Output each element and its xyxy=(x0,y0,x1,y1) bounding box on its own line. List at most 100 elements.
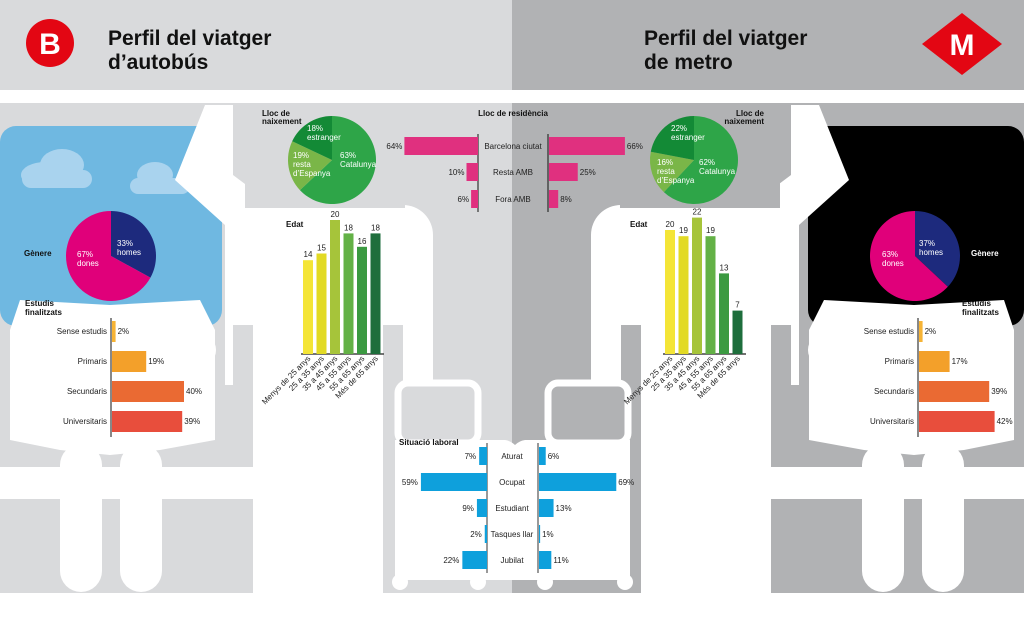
age-bar xyxy=(678,236,689,354)
bus-birth-title-1: Lloc de xyxy=(262,109,291,118)
residence-bar-metro xyxy=(549,137,625,155)
bus-logo-icon: B xyxy=(26,19,74,67)
pie-slice-label: homes xyxy=(117,248,141,257)
bus-gender-label: Gènere xyxy=(24,249,52,258)
studies-bar xyxy=(919,411,995,432)
pie-slice-label: resta xyxy=(657,167,675,176)
metro-studies-title-1: Estudis xyxy=(962,299,991,308)
age-bar xyxy=(665,230,675,354)
labor-bar-bus xyxy=(484,525,487,543)
age-value: 15 xyxy=(317,244,326,253)
labor-category: Jubilat xyxy=(500,556,524,565)
residence-value-bus: 6% xyxy=(458,195,470,204)
labor-value-metro: 6% xyxy=(548,452,560,461)
studies-category: Sense estudis xyxy=(57,327,107,336)
pie-slice xyxy=(66,211,151,301)
residence-bar-metro xyxy=(549,190,559,208)
studies-bar xyxy=(919,321,923,342)
studies-value: 2% xyxy=(925,327,937,336)
residence-bar-bus xyxy=(466,163,478,181)
metro-title-line2: de metro xyxy=(644,51,733,74)
studies-category: Primaris xyxy=(78,357,107,366)
pie-slice xyxy=(650,116,694,160)
studies-value: 17% xyxy=(952,357,968,366)
age-bar xyxy=(370,233,381,354)
metro-studies-title-2: finalitzats xyxy=(962,308,999,317)
age-value: 18 xyxy=(344,223,353,232)
age-value: 19 xyxy=(706,226,715,235)
bus-studies-title-2: finalitzats xyxy=(25,308,62,317)
pie-slice-label: dones xyxy=(77,259,99,268)
studies-value: 42% xyxy=(997,417,1013,426)
pie-slice-value: 63% xyxy=(340,151,356,160)
age-bar xyxy=(705,236,716,354)
metro-logo-icon: M xyxy=(922,13,1002,75)
studies-category: Secundaris xyxy=(67,387,107,396)
studies-value: 19% xyxy=(148,357,164,366)
metro-logo-letter: M xyxy=(950,29,975,62)
metro-title: Perfil del viatger de metro xyxy=(644,27,807,75)
labor-value-bus: 2% xyxy=(470,530,482,539)
pie-slice-value: 37% xyxy=(919,239,935,248)
bus-logo-letter: B xyxy=(39,28,61,61)
pie-slice xyxy=(915,211,960,287)
suitcase-handles xyxy=(394,379,632,447)
age-bar xyxy=(303,260,313,354)
residence-category: Resta AMB xyxy=(493,168,533,177)
pie-slice-label: estranger xyxy=(671,133,705,142)
residence-category: Fora AMB xyxy=(495,195,531,204)
age-value: 14 xyxy=(304,250,313,259)
age-bar xyxy=(719,273,729,354)
labor-value-bus: 9% xyxy=(462,504,474,513)
metro-age-title: Edat xyxy=(630,220,648,229)
labor-bar-bus xyxy=(476,499,487,517)
labor-value-bus: 59% xyxy=(402,478,418,487)
residence-bar-bus xyxy=(471,190,478,208)
bus-title-line2: d’autobús xyxy=(108,51,209,74)
pie-slice-label: dones xyxy=(882,259,904,268)
bus-age-title: Edat xyxy=(286,220,304,229)
metro-gender-label: Gènere xyxy=(971,249,999,258)
labor-bar-bus xyxy=(462,551,487,569)
pie-slice xyxy=(870,211,948,302)
pie-slice-label: resta xyxy=(293,160,311,169)
studies-bar xyxy=(112,321,116,342)
studies-value: 39% xyxy=(991,387,1007,396)
age-value: 18 xyxy=(371,223,380,232)
labor-value-metro: 69% xyxy=(618,478,634,487)
studies-category: Secundaris xyxy=(874,387,914,396)
studies-category: Universitaris xyxy=(870,417,914,426)
age-value: 16 xyxy=(358,237,367,246)
studies-category: Universitaris xyxy=(63,417,107,426)
residence-value-bus: 10% xyxy=(448,168,464,177)
pie-slice-value: 16% xyxy=(657,158,673,167)
pie-slice-value: 33% xyxy=(117,239,133,248)
pie-slice xyxy=(649,151,694,193)
residence-value-metro: 66% xyxy=(627,142,643,151)
labor-category: Estudiant xyxy=(495,504,529,513)
pie-slice-value: 22% xyxy=(671,124,687,133)
labor-value-bus: 7% xyxy=(465,452,477,461)
studies-value: 40% xyxy=(186,387,202,396)
studies-bar xyxy=(919,381,990,402)
labor-bar-metro xyxy=(539,447,546,465)
age-bar xyxy=(330,220,340,354)
bus-title: Perfil del viatger d’autobús xyxy=(108,27,271,75)
studies-category: Sense estudis xyxy=(864,327,914,336)
labor-bar-metro xyxy=(539,551,552,569)
age-value: 20 xyxy=(331,210,340,219)
age-bar xyxy=(357,246,367,354)
age-bar xyxy=(732,310,743,354)
pie-slice xyxy=(299,116,377,204)
residence-title: Lloc de residència xyxy=(478,109,548,118)
age-value: 22 xyxy=(693,208,702,217)
metro-birth-title-2: naixement xyxy=(724,117,764,126)
residence-value-metro: 25% xyxy=(580,168,596,177)
pie-slice xyxy=(292,116,332,160)
labor-bar-metro xyxy=(539,473,617,491)
metro-title-line1: Perfil del viatger xyxy=(644,27,808,50)
labor-title: Situació laboral xyxy=(399,438,459,447)
pie-slice xyxy=(288,141,332,191)
residence-value-bus: 64% xyxy=(386,142,402,151)
